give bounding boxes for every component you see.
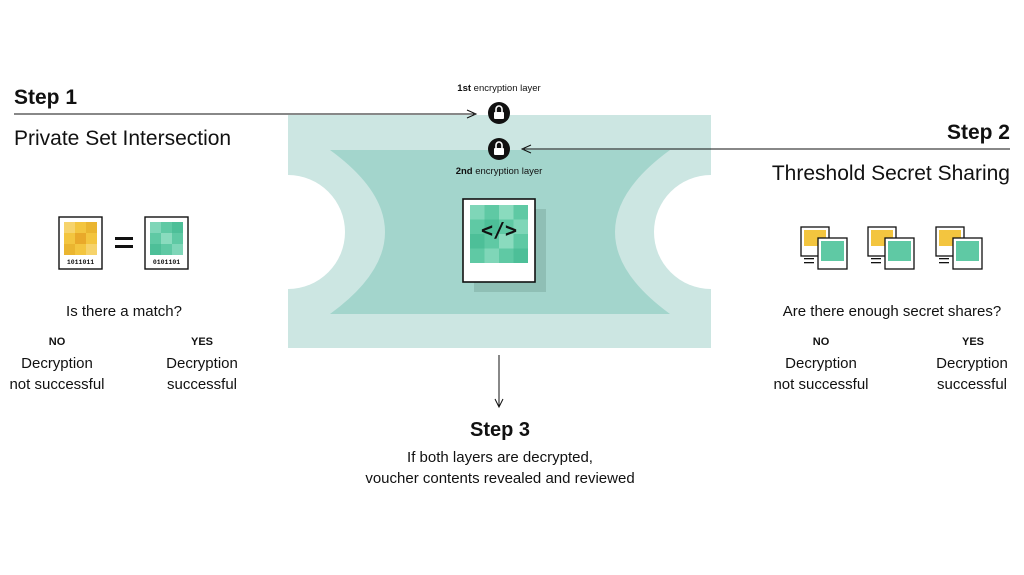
- voucher-right-notch: [654, 175, 711, 289]
- step3-description: If both layers are decrypted,voucher con…: [365, 449, 635, 487]
- secret-share-icon-1: [800, 226, 848, 270]
- secret-share-icon-2: [867, 226, 915, 270]
- step1-title: Step 1: [14, 86, 78, 109]
- lock-icon-second: [488, 138, 510, 160]
- step3-title: Step 3: [469, 419, 531, 441]
- step1-arrowhead: [466, 109, 478, 119]
- code-icon: </>: [480, 218, 518, 242]
- step3-arrowhead: [494, 398, 504, 409]
- first-layer-label: 1st encryption layer: [457, 83, 541, 94]
- step2-title: Step 2: [946, 121, 1010, 144]
- step1-question: Is there a match?: [66, 303, 182, 320]
- step2-heading: Threshold Secret Sharing: [771, 162, 1010, 185]
- step1-no-label: NO: [48, 336, 66, 348]
- second-layer-label: 2nd encryption layer: [455, 166, 543, 177]
- secret-share-icon-3: [935, 226, 983, 270]
- step2-no-label: NO: [812, 336, 830, 348]
- lock-icon-first: [488, 102, 510, 124]
- step2-question: Are there enough secret shares?: [782, 303, 1002, 320]
- equals-sign: [115, 237, 133, 248]
- step1-heading: Private Set Intersection: [14, 127, 232, 150]
- step2-yes-label: YES: [961, 336, 984, 348]
- psi-card-right: [144, 216, 189, 270]
- step2-arrowhead: [520, 144, 532, 154]
- step1-yes-label: YES: [190, 336, 213, 348]
- voucher-card-grid: [470, 205, 528, 263]
- psi-card-left-binary: 1011011: [66, 259, 95, 266]
- psi-card-left: [58, 216, 103, 270]
- voucher-left-notch: [288, 175, 345, 289]
- psi-card-right-binary: 0101101: [152, 259, 181, 266]
